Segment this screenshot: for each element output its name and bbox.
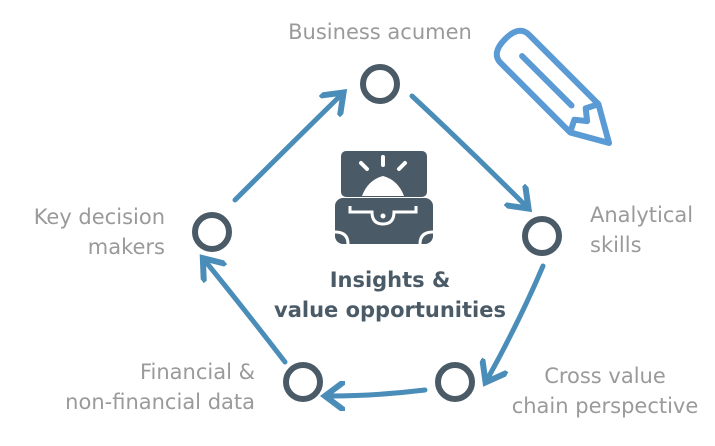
label-cross-2: chain perspective xyxy=(512,394,699,418)
center-title-line1: Insights & xyxy=(330,268,451,292)
label-analytical-2: skills xyxy=(590,233,642,257)
arrow-financial-to-key xyxy=(206,262,288,365)
node-financial-data xyxy=(283,362,323,402)
pencil-icon xyxy=(493,27,613,147)
label-financial-1: Financial & xyxy=(140,360,255,384)
arrow-analytical-to-cross xyxy=(488,263,546,378)
arrow-cross-to-financial xyxy=(330,390,428,396)
label-financial-2: non-financial data xyxy=(65,390,255,414)
node-business-acumen xyxy=(360,64,400,104)
center-title-line2: value opportunities xyxy=(274,298,506,322)
node-analytical-skills xyxy=(522,216,562,256)
node-key-decision xyxy=(192,212,232,252)
label-analytical-1: Analytical xyxy=(590,203,693,227)
arrow-business-to-analytical xyxy=(409,93,525,205)
treasure-chest-icon xyxy=(334,151,434,245)
label-key-2: makers xyxy=(88,235,165,259)
label-cross-1: Cross value xyxy=(544,364,666,388)
label-business-acumen: Business acumen xyxy=(288,20,472,44)
node-cross-value xyxy=(435,362,475,402)
label-key-1: Key decision xyxy=(34,205,165,229)
arrow-key-to-business xyxy=(232,96,340,203)
